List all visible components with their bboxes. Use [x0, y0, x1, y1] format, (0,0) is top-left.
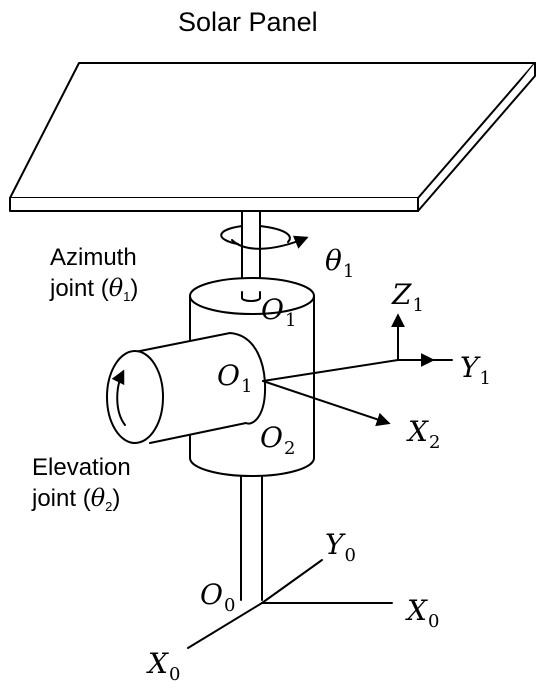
y0-axis	[261, 559, 323, 604]
theta1-subscript: 1	[342, 261, 355, 282]
elevation-joint-text: joint (θ2)	[32, 484, 121, 514]
z1-label: Z1	[392, 278, 424, 316]
lower-shaft	[240, 475, 263, 601]
solar-panel-top	[9, 62, 536, 199]
o1-top-label: O1	[261, 293, 297, 331]
azimuth-rotation-arrow-back	[220, 225, 291, 245]
x0-axis-left	[187, 602, 263, 649]
o0-label: O0	[200, 578, 236, 616]
x2-label: X2	[408, 415, 441, 453]
o2-label: O2	[260, 421, 296, 459]
title: Solar Panel	[178, 7, 318, 37]
solar-panel-side-edge	[417, 62, 536, 212]
azimuth-rotation-arrow-front	[231, 235, 309, 250]
elevation-rotation-arrow	[111, 369, 126, 426]
x2-axis	[262, 380, 391, 427]
cylinder-top	[189, 277, 315, 315]
y1-label: Y1	[460, 351, 491, 389]
theta1-rotation-label: θ1	[325, 244, 354, 281]
solar-panel-front-edge	[9, 197, 419, 212]
elevation-label: Elevation	[32, 454, 131, 481]
x0-right-label: X0	[407, 594, 440, 632]
elevation-joint-label: Elevation joint (θ2)	[32, 453, 131, 517]
theta1-symbol: θ	[325, 244, 342, 277]
x1-origin-line	[262, 359, 399, 382]
y0-label: Y0	[325, 528, 356, 566]
x0-left-label: X0	[148, 647, 181, 685]
azimuth-joint-text: joint (θ1)	[50, 274, 139, 304]
elevation-cylinder-body	[134, 332, 267, 444]
elevation-cylinder-end	[106, 350, 164, 444]
o1-mid-label: O1	[217, 359, 253, 397]
azimuth-label: Azimuth	[50, 244, 137, 271]
azimuth-joint-label: Azimuth joint (θ1)	[50, 243, 138, 307]
